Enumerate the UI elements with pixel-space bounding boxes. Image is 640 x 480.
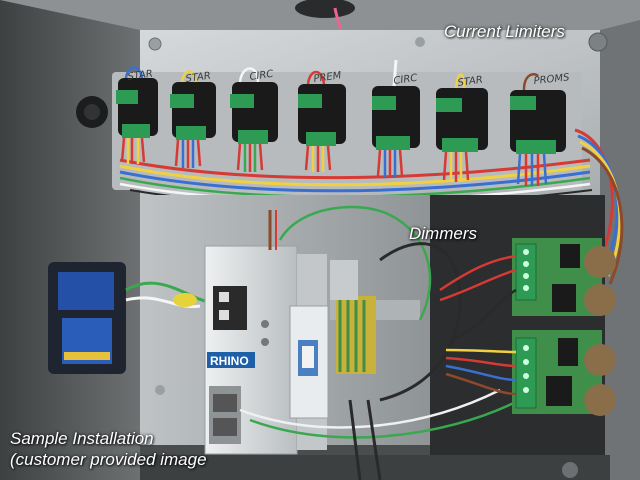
- mount-screw: [148, 37, 162, 51]
- current-limiter: [298, 70, 346, 172]
- limiter-tag: CIRC: [249, 69, 274, 83]
- limiter-tag: STAR: [457, 75, 484, 89]
- mount-screw: [415, 37, 425, 47]
- psu-brand-label: RHINO: [210, 354, 249, 368]
- limiter-tag: STAR: [127, 69, 154, 83]
- limiter-tag: PROMS: [533, 72, 570, 87]
- caption-sample-line2: (customer provided image: [10, 450, 207, 469]
- current-limiter: [116, 66, 158, 164]
- dimmer-board: [512, 238, 616, 316]
- current-limiter: [510, 73, 566, 186]
- dimmer-board: [512, 330, 616, 416]
- caption-sample-line1: Sample Installation: [10, 429, 154, 448]
- limiter-tag: PREM: [313, 70, 343, 85]
- mount-screw: [562, 462, 578, 478]
- limiter-tags: STAR STAR CIRC PREM CIRC STAR PROMS: [127, 69, 571, 89]
- mount-screw: [588, 32, 608, 52]
- limiter-tag: CIRC: [393, 73, 418, 87]
- psu-top-terminal: [213, 286, 247, 330]
- current-limiter: [230, 67, 278, 172]
- caption-dimmers: Dimmers: [409, 224, 477, 243]
- caption-current-limiters: Current Limiters: [444, 22, 565, 41]
- current-limiter: [436, 73, 488, 182]
- limiter-tag: STAR: [185, 71, 212, 85]
- top-grommet: [295, 0, 355, 18]
- caption-sample-installation: Sample Installation (customer provided i…: [10, 428, 207, 470]
- current-limiter: [170, 70, 216, 168]
- mount-screw: [155, 385, 165, 395]
- enclosure-bottom-edge: [140, 455, 610, 480]
- psu-brand-plate: [207, 352, 255, 368]
- current-limiter: [372, 59, 420, 178]
